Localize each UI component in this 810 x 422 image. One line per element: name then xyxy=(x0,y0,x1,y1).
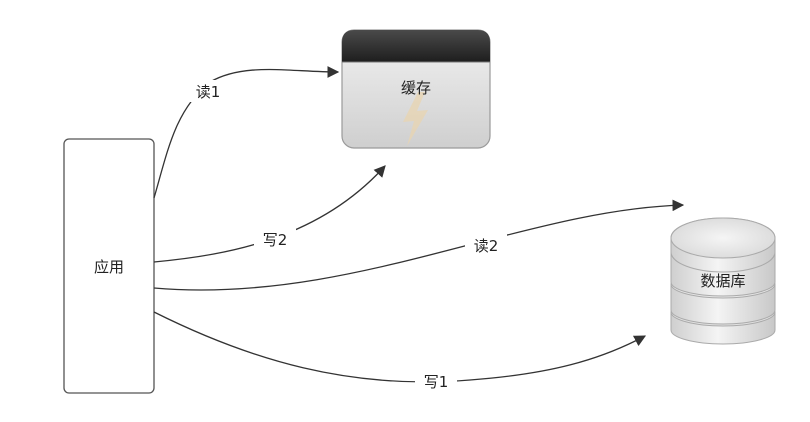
edge-label-read2: 读2 xyxy=(474,237,499,255)
app-label: 应用 xyxy=(94,258,124,276)
edge-label-write2: 写2 xyxy=(263,231,288,249)
edge-read2: 读2 xyxy=(153,199,685,291)
edge-read1: 读1 xyxy=(153,66,340,199)
database-node: 数据库 xyxy=(670,217,776,345)
edge-write2: 写2 xyxy=(153,165,386,263)
app-node: 应用 xyxy=(63,138,155,394)
lightning-bolt-icon xyxy=(403,92,428,146)
database-label: 数据库 xyxy=(700,272,745,290)
edge-label-read1: 读1 xyxy=(196,83,221,101)
database-cylinder-icon xyxy=(670,217,776,345)
edge-write1: 写1 xyxy=(153,311,647,392)
cache-label: 缓存 xyxy=(401,79,431,97)
edge-label-write1: 写1 xyxy=(424,373,449,391)
cache-node: 缓存 xyxy=(341,29,491,149)
